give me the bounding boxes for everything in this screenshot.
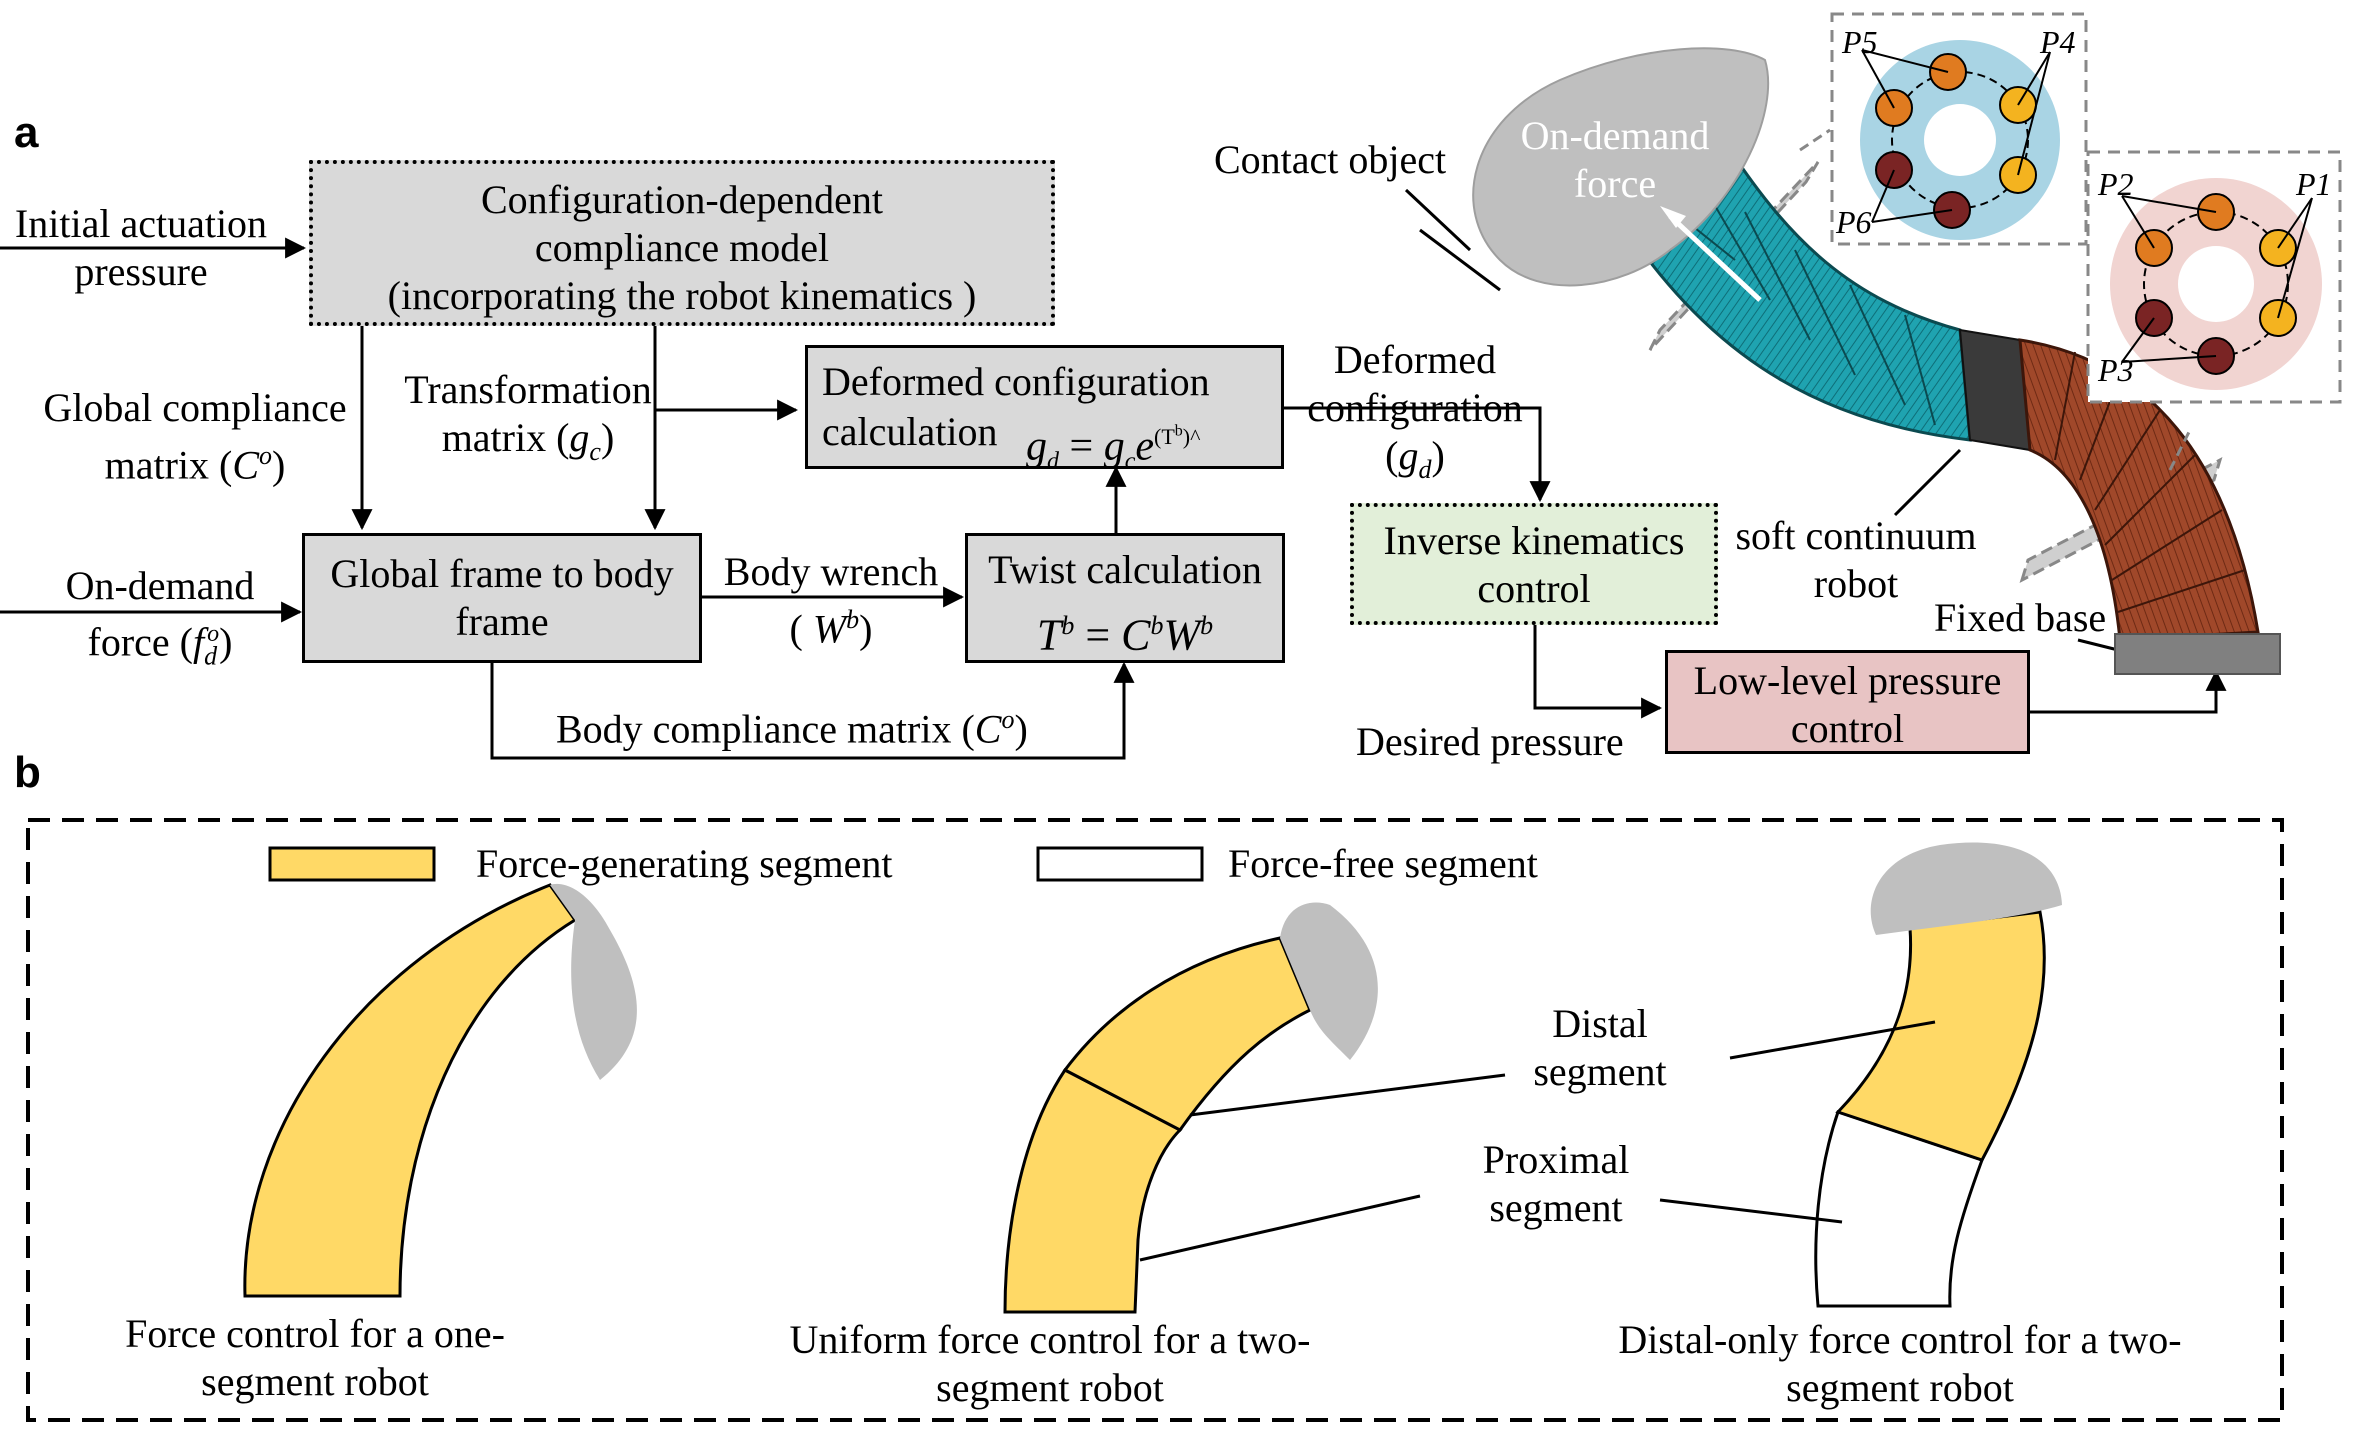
fixed-base-label: Fixed base <box>1934 595 2107 640</box>
robot2-object <box>1280 902 1378 1060</box>
inverse-kinematics-line1: Inverse kinematics <box>1383 518 1685 563</box>
global-to-body-box: Global frame to body frame <box>302 533 702 663</box>
chamber-label-p1: P1 <box>2296 166 2332 202</box>
desired-pressure-label: Desired pressure <box>1356 719 1624 764</box>
leader-proximal-robot2 <box>1139 1194 1421 1262</box>
twist-calc-box: Twist calculation Tb = CbWb <box>965 533 1285 663</box>
contact-object <box>1472 47 1770 287</box>
panel-b-frame <box>26 818 2284 1422</box>
legend-swatch-free <box>1036 846 1204 882</box>
twist-calc-equation: Tb = CbWb <box>1036 610 1214 660</box>
callout-line-1 <box>1799 128 1831 152</box>
robot1-segment <box>243 883 578 1298</box>
chamber-label-p3: P3 <box>2098 352 2134 388</box>
body-wrench-label: Body wrench ( Wb) <box>723 549 939 652</box>
chamber-label-p5: P5 <box>1842 24 1878 60</box>
leader-distal-robot3 <box>1729 1020 1936 1060</box>
caption-one-segment: Force control for a one- segment robot <box>125 1311 505 1404</box>
arrow-body-compliance <box>490 661 1135 760</box>
caption-uniform: Uniform force control for a two- segment… <box>789 1317 1311 1410</box>
deformed-config-label: Deformed configuration (gd) <box>1307 337 1523 484</box>
panel-b-label: b <box>14 748 41 797</box>
inverse-kinematics-box: Inverse kinematics control <box>1350 503 1718 625</box>
transformation-label: Transformation matrix (gc) <box>404 367 652 466</box>
global-to-body-line2: frame <box>455 599 549 644</box>
robot3-distal <box>1835 910 2046 1162</box>
contact-object-label: Contact object <box>1214 137 1447 182</box>
on-demand-force-label: On-demand force (fdo) <box>65 563 255 671</box>
robot2-distal <box>1062 936 1312 1132</box>
low-level-line2: control <box>1790 706 1905 751</box>
arrow-deformed-to-ik <box>1282 406 1551 503</box>
arrow-ik-to-lowlevel <box>1533 625 1663 719</box>
legend-swatch-force <box>268 846 436 882</box>
leader-soft-robot <box>1893 448 1962 517</box>
caption-distal-only: Distal-only force control for a two- seg… <box>1618 1317 2182 1410</box>
chamber-label-p2: P2 <box>2098 166 2134 202</box>
inverse-kinematics-line2: control <box>1477 566 1591 611</box>
robot3-proximal <box>1814 1110 1984 1308</box>
chamber-label-p6: P6 <box>1836 204 1872 240</box>
leader-contact-object <box>1404 188 1472 252</box>
leader-distal-robot2 <box>1189 1073 1506 1117</box>
legend-free-label: Force-free segment <box>1228 841 1538 886</box>
fixed-base <box>2114 633 2281 675</box>
leader-contact-object-2 <box>1419 228 1501 292</box>
low-level-line1: Low-level pressure <box>1693 658 2002 703</box>
object-force-label: On-demand force <box>1520 113 1710 206</box>
compliance-model-line1: Configuration-dependent <box>480 177 884 222</box>
deformed-calc-line2: calculation <box>822 409 998 454</box>
compliance-model-line2: compliance model <box>534 225 830 270</box>
legend-force-label: Force-generating segment <box>476 841 893 886</box>
deformed-calc-equation: gd = gce(Tb)^ <box>1026 423 1201 475</box>
arrow-lowlevel-to-base <box>2030 669 2227 714</box>
chamber-label-p4: P4 <box>2040 24 2076 60</box>
distal-segment-label: Distal segment <box>1533 1001 1667 1094</box>
initial-actuation-label: Initial actuation pressure <box>14 201 268 294</box>
proximal-segment-label: Proximal segment <box>1482 1137 1630 1230</box>
leader-proximal-robot3 <box>1659 1198 1843 1224</box>
leader-fixed-base <box>2077 638 2119 652</box>
global-compliance-label: Global compliance matrix (Co) <box>43 385 347 488</box>
compliance-model-box: Configuration-dependent compliance model… <box>309 160 1055 326</box>
deformed-calc-box: Deformed configuration calculation gd = … <box>805 345 1284 475</box>
soft-robot-label: soft continuum robot <box>1735 513 1977 606</box>
deformed-calc-line1: Deformed configuration <box>822 359 1210 404</box>
low-level-pressure-box: Low-level pressure control <box>1665 650 2030 754</box>
force-arrow-head <box>1660 206 1686 228</box>
compliance-model-line3: (incorporating the robot kinematics ) <box>387 273 977 318</box>
robot1-object <box>550 883 637 1080</box>
twist-calc-title: Twist calculation <box>988 547 1262 592</box>
callout-line-2 <box>2168 429 2192 471</box>
body-compliance-label: Body compliance matrix (Co) <box>556 705 1028 752</box>
robot3-object <box>1870 842 2062 935</box>
panel-a-label: a <box>14 108 39 157</box>
force-arrow <box>1668 214 1762 302</box>
global-to-body-line1: Global frame to body <box>330 551 674 596</box>
